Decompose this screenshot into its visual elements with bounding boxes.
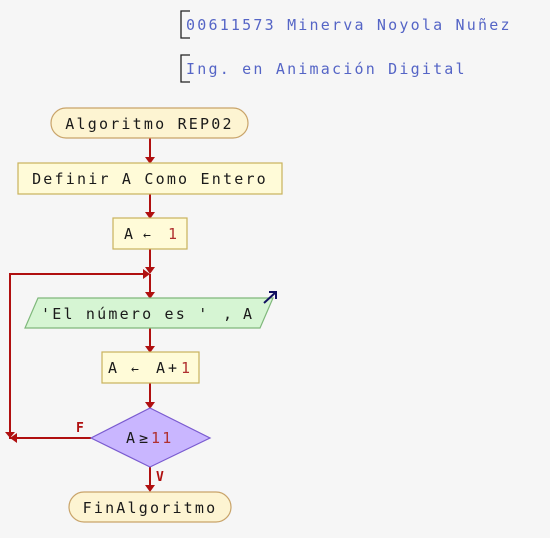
- comment-block-1: 00611573 Minerva Noyola Nuñez: [180, 10, 512, 39]
- end-terminal[interactable]: FinAlgoritmo: [68, 491, 232, 523]
- end-label: FinAlgoritmo: [83, 499, 218, 517]
- arrowhead-define: [145, 157, 155, 164]
- start-shape: [50, 107, 249, 139]
- assign2-expr-var: A: [156, 359, 167, 377]
- end-shape: [68, 491, 232, 523]
- assign-process-2[interactable]: A ← A + 1: [101, 351, 200, 384]
- arrowhead-loop-back: [143, 269, 150, 279]
- arrowhead-assign: [145, 212, 155, 219]
- assign2-plus: +: [168, 359, 179, 377]
- decision[interactable]: A ≥ 11: [89, 407, 212, 468]
- assign2-shape: [101, 351, 200, 384]
- arrowhead-false-exit: [10, 433, 17, 443]
- arrowhead-loop-corner: [5, 432, 15, 438]
- loop-back-line: [9, 273, 144, 439]
- comment-bracket-1: [180, 10, 190, 39]
- assign1-value: 1: [168, 225, 179, 243]
- true-branch-label: V: [156, 470, 164, 485]
- decision-shape: [89, 407, 212, 468]
- comment-bracket-2: [180, 54, 190, 83]
- arrowhead-decision: [145, 402, 155, 409]
- assign1-shape: [112, 217, 188, 250]
- comment-block-2: Ing. en Animación Digital: [180, 54, 467, 83]
- arrowhead-end: [145, 485, 155, 492]
- start-terminal[interactable]: Algoritmo REP02: [50, 107, 249, 139]
- false-branch-label: F: [76, 421, 84, 436]
- define-label: Definir A Como Entero: [32, 170, 268, 188]
- assign1-var: A: [124, 225, 135, 243]
- output-var: A: [243, 305, 254, 323]
- start-label: Algoritmo REP02: [65, 115, 233, 133]
- output-separator: ,: [223, 305, 234, 323]
- arrowhead-output: [145, 292, 155, 299]
- decision-op: ≥: [139, 429, 150, 447]
- comment-author: 00611573 Minerva Noyola Nuñez: [186, 16, 512, 34]
- output-arrow-icon: [263, 291, 277, 304]
- arrowhead-assign2: [145, 346, 155, 353]
- assign2-value: 1: [181, 359, 192, 377]
- output-shape: [24, 297, 274, 329]
- decision-value: 11: [151, 429, 173, 447]
- decision-var: A: [126, 429, 137, 447]
- connectors: [5, 138, 155, 492]
- assign2-var: A: [108, 359, 119, 377]
- comment-career: Ing. en Animación Digital: [186, 60, 467, 78]
- output-string: 'El número es ': [41, 305, 209, 323]
- assign2-arrow: ←: [131, 362, 141, 377]
- assign1-arrow: ←: [143, 228, 153, 243]
- arrowhead-loop-join: [145, 267, 155, 274]
- assign-process-1[interactable]: A ← 1: [112, 217, 188, 250]
- output-io[interactable]: 'El número es ' , A: [24, 291, 277, 329]
- define-process[interactable]: Definir A Como Entero: [17, 162, 283, 195]
- define-shape: [17, 162, 283, 195]
